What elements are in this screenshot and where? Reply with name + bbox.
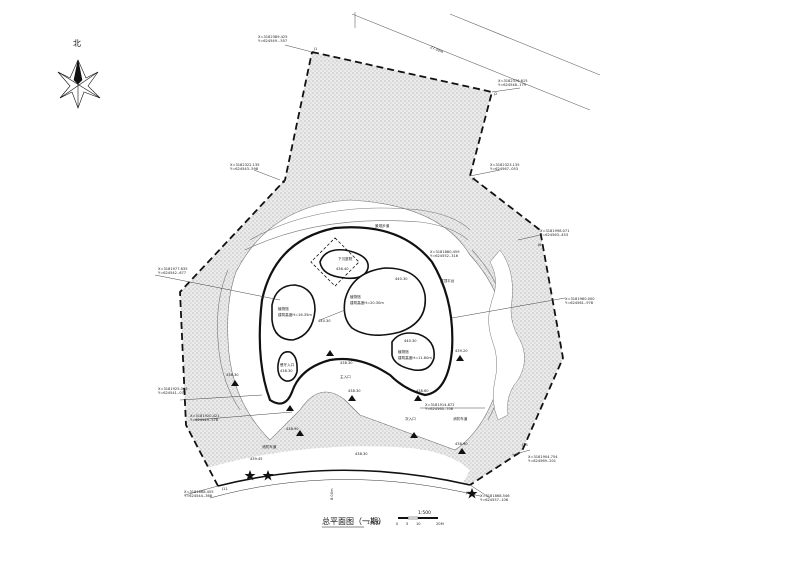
main-entrance-label: 主入口 [340, 374, 351, 379]
coord-j9-x: X=3181920.421 [190, 414, 219, 418]
scale-tick-0: 0 [396, 522, 399, 526]
coord-j7-x: X=3181960.000 [565, 297, 595, 301]
level-5: 438.90 [455, 442, 468, 446]
coord-j7-y: Y=624561..978 [565, 301, 594, 305]
pt-j11: J11 [221, 487, 228, 491]
sunken-courtyard-marker [310, 237, 360, 287]
scale-tick-3: 20M [436, 522, 444, 526]
bld-center-level: 440.30 [395, 277, 408, 281]
coord-j4-y: Y=624567..053 [490, 167, 518, 171]
bld-lower-level: 440.30 [404, 339, 417, 343]
road-lines [351, 12, 601, 111]
south-boundary [217, 469, 471, 487]
coord-j13-y: Y=624569..201 [528, 459, 556, 463]
bld-small-name: 餐厅入口 [280, 362, 295, 367]
building-left-oval [271, 284, 316, 341]
pt-j4: J4 [471, 177, 476, 181]
road-width-label: 27.00m [430, 45, 445, 54]
coord-j4-x: X=3182323.135 [490, 163, 519, 167]
coord-j6-y: Y=624563..453 [540, 233, 568, 237]
coord-j10-x: X=3181914.872 [425, 403, 454, 407]
level-4: 438.90 [286, 427, 299, 431]
bld-top-level: 436.40 [336, 267, 349, 271]
fire-lane-right-label: 消防车道 [453, 416, 468, 421]
coord-j11-x: X=3181868.455 [184, 490, 213, 494]
pt-j3: J3 [281, 180, 285, 184]
entrance-star-markers [244, 470, 478, 499]
coord-j3-x: X=3182322.135 [230, 163, 259, 167]
level-2: 438.30 [348, 389, 361, 393]
bld-center-height: 建筑高度H=20.30m [350, 300, 384, 305]
coord-j1-x: X=3182389.425 [258, 35, 287, 39]
coord-j8-x: X=3181925.003 [158, 387, 187, 391]
road-level-2: 438.30 [355, 452, 368, 456]
level-markers [231, 350, 466, 454]
coord-j12-y: Y=624557..106 [480, 498, 509, 502]
scale-tick-1: 5 [406, 522, 408, 526]
road-8m-label: 8.00m [330, 488, 334, 500]
coord-j13-x: X=3181904.754 [528, 455, 558, 459]
pt-j13: J13 [521, 443, 528, 447]
coord-j5-x: X=3181977.635 [158, 267, 187, 271]
coord-j2-x: X=3182376.615 [498, 79, 527, 83]
north-label: 北 [73, 39, 81, 48]
bld-left-height: 建筑高度H=16.35m [278, 312, 312, 317]
bld-small-level: 438.30 [280, 369, 293, 373]
bld-lower-name: 植物馆 [398, 349, 409, 354]
coord-j5-y: Y=624542..677 [158, 271, 186, 275]
scale-bar: 1:500 0 5 10 20M [396, 510, 444, 526]
building-center-large [343, 267, 427, 336]
level-7: 438.30 [226, 373, 239, 377]
south-road-edge [209, 479, 481, 499]
bld-center-name: 植物馆 [350, 294, 361, 299]
west-path [217, 269, 241, 411]
coordinate-leaders [154, 44, 566, 499]
drawing-title-scale: 1:500 [367, 520, 380, 526]
landscape-label: 景观步道 [375, 223, 390, 228]
coord-j12-x: X=3181868.546 [480, 494, 510, 498]
coord-j14-x: X=3181880.459 [430, 250, 460, 254]
level-6: 439.20 [455, 349, 468, 353]
east-garden-island [488, 249, 525, 421]
secondary-entrance-label: 次入口 [405, 416, 416, 421]
coord-j8-y: Y=624541..073 [158, 391, 186, 395]
building-top-small [319, 248, 369, 280]
canopy-label: 屋顶平台 [440, 278, 455, 283]
road-level-1: 439.45 [250, 457, 263, 461]
bld-top-name: 下沉庭院 [338, 256, 353, 261]
bld-lower-height: 建筑高度H=11.80m [398, 355, 432, 360]
coord-j10-y: Y=624560..708 [425, 407, 454, 411]
north-curve-path [249, 207, 471, 241]
building-left-small [277, 350, 298, 382]
bld-left-name: 植物馆 [278, 306, 289, 311]
drawing-title: 总平面图（一期） [322, 516, 386, 526]
scale-tick-2: 10 [416, 522, 421, 526]
coordinate-labels: X=3182389.425 Y=624549...557 X=3182376.6… [158, 35, 595, 502]
south-plaza [200, 446, 470, 490]
pt-j6: J6 [537, 243, 542, 247]
pt-j1: J1 [313, 47, 317, 51]
north-arrow-icon [57, 59, 101, 109]
bld-left-level: 440.30 [318, 319, 331, 323]
scale-ratio: 1:500 [418, 510, 431, 516]
coord-j11-y: Y=624544..368 [184, 494, 213, 498]
coord-j9-y: Y=624549..578 [190, 418, 219, 422]
site-boundary [179, 51, 564, 487]
pt-j2: J2 [493, 92, 497, 96]
coord-j1-y: Y=624549...557 [258, 39, 287, 43]
level-1: 438.30 [340, 361, 353, 365]
fire-lane-left-label: 消防车道 [262, 444, 277, 449]
coord-j6-x: X=3181998.071 [540, 229, 569, 233]
coord-j14-y: Y=624552..316 [430, 254, 459, 258]
building-lower-right [391, 332, 435, 372]
north-curve-path-2 [244, 220, 469, 251]
level-3: 438.60 [416, 389, 429, 393]
coord-j2-y: Y=624548..179 [498, 83, 527, 87]
coord-j3-y: Y=624543..598 [230, 167, 259, 171]
